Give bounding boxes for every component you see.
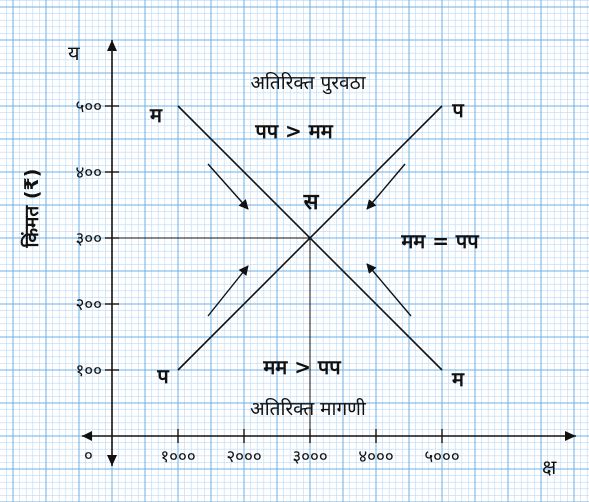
axis-ticks: १००० २००० ३००० ४००० ५००० १०० २०० ३०० ४०० ५००: [75, 97, 459, 467]
equilibrium-relation: मम = पप: [400, 229, 480, 253]
x-axis-label: क्ष: [542, 455, 557, 479]
excess-supply-relation: पप > मम: [254, 119, 333, 143]
arrow-upper-left-icon: [207, 163, 249, 210]
arrow-lower-right-icon: [366, 263, 412, 317]
x-tick-label: ४०००: [358, 447, 393, 467]
supply-end-label: प: [451, 98, 465, 122]
side-axis-label: किंमत (₹): [20, 169, 43, 249]
y-axis-label: य: [68, 41, 80, 65]
x-tick-label: ३०००: [292, 447, 327, 467]
x-axis-left-arrow-icon: [82, 431, 92, 441]
y-axis-down-arrow-icon: [107, 455, 117, 466]
y-tick-label: २००: [75, 295, 102, 315]
y-tick-label: ५००: [75, 97, 102, 117]
arrow-lower-left-icon: [207, 265, 249, 317]
equilibrium-guides: [112, 237, 311, 436]
demand-end-label: म: [451, 367, 465, 391]
y-tick-label: ३००: [75, 229, 102, 249]
excess-demand-title: अतिरिक्त मागणी: [250, 397, 367, 420]
excess-supply-title: अतिरिक्त पुरवठा: [250, 71, 366, 95]
demand-start-label: म: [149, 103, 163, 127]
x-axis-right-arrow-icon: [565, 431, 576, 441]
equilibrium-label: स: [303, 190, 320, 215]
origin-label: ०: [84, 446, 93, 466]
excess-demand-relation: मम > पप: [262, 355, 342, 379]
y-axis-up-arrow-icon: [107, 40, 117, 51]
y-tick-label: ४००: [75, 163, 102, 183]
arrow-upper-right-icon: [366, 163, 406, 210]
x-tick-label: १०००: [160, 447, 195, 467]
x-tick-label: ५०००: [424, 447, 459, 467]
force-arrows: [207, 163, 412, 317]
x-tick-label: २०००: [226, 447, 261, 467]
supply-start-label: प: [156, 364, 170, 388]
y-tick-label: १००: [75, 361, 102, 381]
